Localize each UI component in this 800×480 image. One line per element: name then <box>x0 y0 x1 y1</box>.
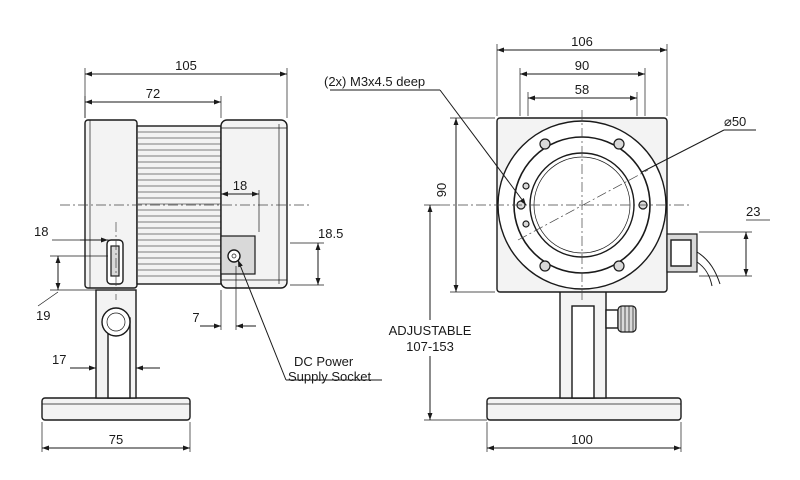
dim-socket-offset: 18 <box>233 178 247 193</box>
side-post-knob <box>101 307 131 337</box>
dim-switch-offset: 18 <box>34 224 48 239</box>
dim-side-base-width: 75 <box>109 432 123 447</box>
side-view: 105 72 18 18.5 7 DC Power Supply Socket … <box>34 58 382 452</box>
dim-hole-spacing: 58 <box>575 82 589 97</box>
dim-post-height: 19 <box>36 308 50 323</box>
dim-post-offset: 17 <box>52 352 66 367</box>
front-lock-knob <box>605 309 619 329</box>
side-base-plate <box>41 397 191 421</box>
callout-dc-power-line1: DC Power <box>294 354 354 369</box>
dim-front-flange-width: 90 <box>575 58 589 73</box>
dim-side-overall-width: 105 <box>175 58 197 73</box>
callout-adjustable-line2: 107-153 <box>406 339 454 354</box>
dim-front-height: 90 <box>434 183 449 197</box>
dim-side-head-width: 72 <box>146 86 160 101</box>
front-view: 106 90 58 (2x) M3x4.5 deep ⌀50 90 ADJUST… <box>324 34 770 452</box>
dim-front-base-width: 100 <box>571 432 593 447</box>
dim-aperture-diameter: ⌀50 <box>724 114 746 129</box>
callout-adjustable-line1: ADJUSTABLE <box>389 323 472 338</box>
callout-dc-power-line2: Supply Socket <box>288 369 371 384</box>
dim-connector-height: 23 <box>746 204 760 219</box>
front-base-plate <box>486 397 682 421</box>
dim-socket-height: 18.5 <box>318 226 343 241</box>
dim-front-overall-width: 106 <box>571 34 593 49</box>
dim-socket-depth: 7 <box>192 310 199 325</box>
callout-mount-holes: (2x) M3x4.5 deep <box>324 74 425 89</box>
